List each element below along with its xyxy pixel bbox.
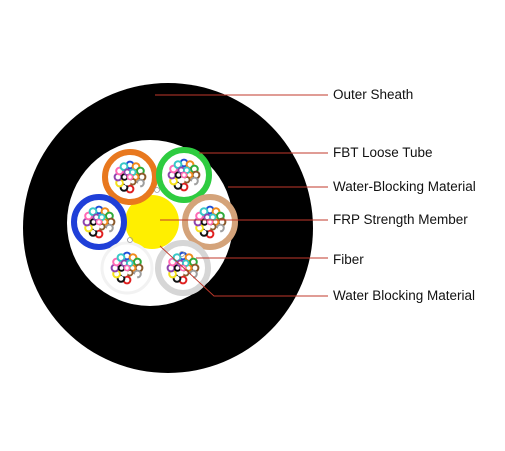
label-water-blocking-material: Water-Blocking Material	[333, 179, 476, 194]
fiber	[116, 253, 126, 263]
label-fbt-loose-tube: FBT Loose Tube	[333, 145, 433, 160]
gel-dot	[154, 187, 160, 193]
loose-tube-orange	[102, 149, 158, 205]
fiber	[95, 218, 103, 226]
label-fiber: Fiber	[333, 252, 364, 267]
fiber	[119, 162, 129, 172]
label-water-blocking-material-2: Water Blocking Material	[333, 288, 476, 303]
label-outer-sheath: Outer Sheath	[333, 87, 414, 102]
fiber	[206, 218, 214, 226]
loose-tube-blue	[71, 194, 127, 250]
fiber	[180, 171, 188, 179]
label-frp-strength-member: FRP Strength Member	[333, 212, 468, 227]
fiber	[88, 207, 98, 217]
frp-strength-member	[125, 195, 179, 249]
fiber	[98, 213, 106, 221]
fiber	[173, 160, 183, 170]
loose-tube-tan	[182, 194, 238, 250]
fiber	[129, 168, 137, 176]
loose-tube-green	[156, 147, 212, 203]
leader-water-blocking-material-2	[159, 245, 328, 297]
fiber	[183, 166, 191, 174]
gel-dot	[179, 251, 185, 257]
leader-lines	[155, 94, 328, 297]
fiber	[182, 259, 190, 267]
loose-tube-white	[100, 241, 154, 295]
fiber	[123, 264, 131, 272]
gel-dot	[127, 237, 133, 243]
fiber	[172, 253, 182, 263]
fiber	[126, 173, 134, 181]
fiber	[199, 207, 209, 217]
fiber	[126, 259, 134, 267]
